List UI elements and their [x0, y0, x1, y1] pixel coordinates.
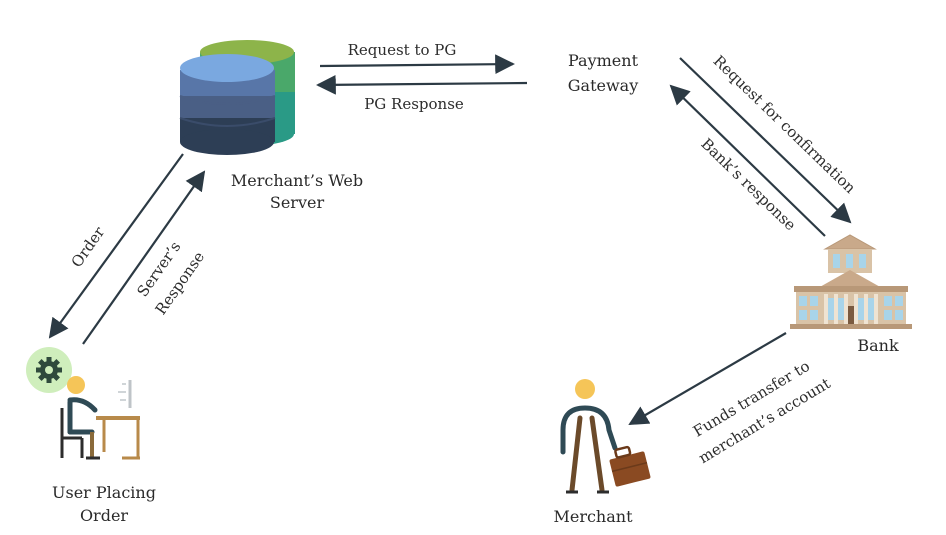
user-label-line1: User Placing — [52, 483, 156, 502]
user-label-line2: Order — [80, 506, 128, 525]
merchant-person-icon — [560, 379, 651, 494]
bank-building-icon — [790, 234, 912, 329]
web-server-label-line1: Merchant’s Web — [231, 171, 363, 190]
gateway-label-line2: Gateway — [568, 76, 639, 95]
label-bank-response: Bank’s response — [697, 135, 799, 235]
bank-label: Bank — [857, 336, 899, 355]
arrow-server-response — [82, 170, 206, 345]
gear-icon — [36, 357, 62, 383]
database-server-icon — [179, 40, 295, 155]
user-at-desk-icon — [26, 347, 140, 460]
gateway-label-line1: Payment — [568, 51, 639, 70]
merchant-label: Merchant — [553, 507, 633, 526]
web-server-label-line2: Server — [270, 193, 325, 212]
arrow-funds-transfer — [628, 332, 787, 425]
arrow-pg-response — [316, 74, 528, 95]
arrow-bank-response — [669, 84, 826, 237]
arrow-order — [48, 153, 184, 339]
arrow-request-to-pg — [319, 54, 515, 75]
label-request-to-pg: Request to PG — [348, 41, 457, 59]
label-pg-response: PG Response — [364, 95, 464, 113]
arrow-request-confirmation — [679, 57, 852, 224]
